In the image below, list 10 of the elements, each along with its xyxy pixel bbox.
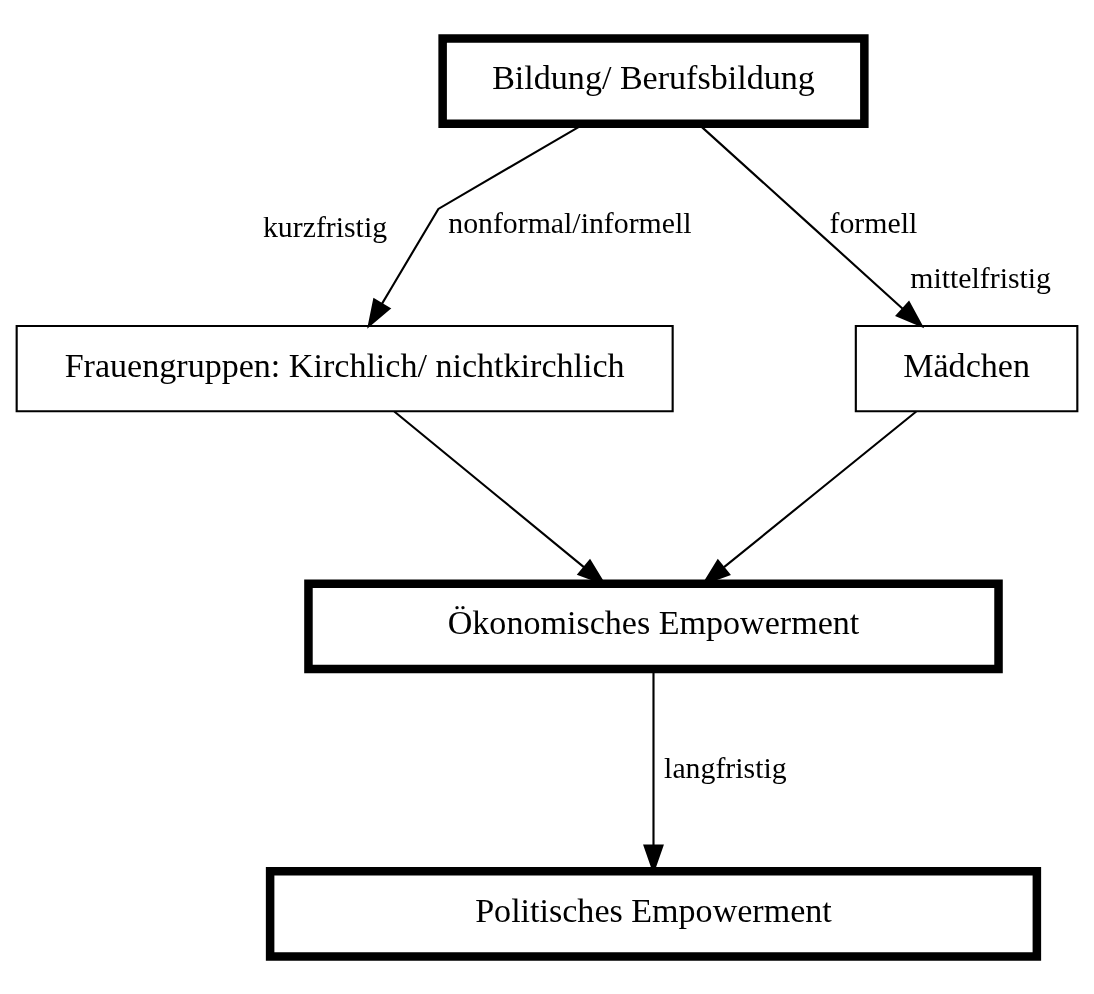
edge-label: formell (829, 205, 918, 239)
label: kurzfristig (262, 209, 388, 243)
node-box: Ökonomisches Empowerment (304, 579, 1003, 673)
node-box: Bildung/ Berufsbildung (438, 33, 869, 128)
edge-label: nonformal/informell (448, 205, 692, 239)
node-box: Mädchen (854, 324, 1079, 412)
edge-label: langfristig (664, 750, 787, 784)
node-box: Frauengruppen: Kirchlich/ nichtkirchlich (15, 324, 674, 412)
label: mittelfristig (910, 260, 1052, 294)
node-box: Politisches Empowerment (265, 866, 1042, 961)
